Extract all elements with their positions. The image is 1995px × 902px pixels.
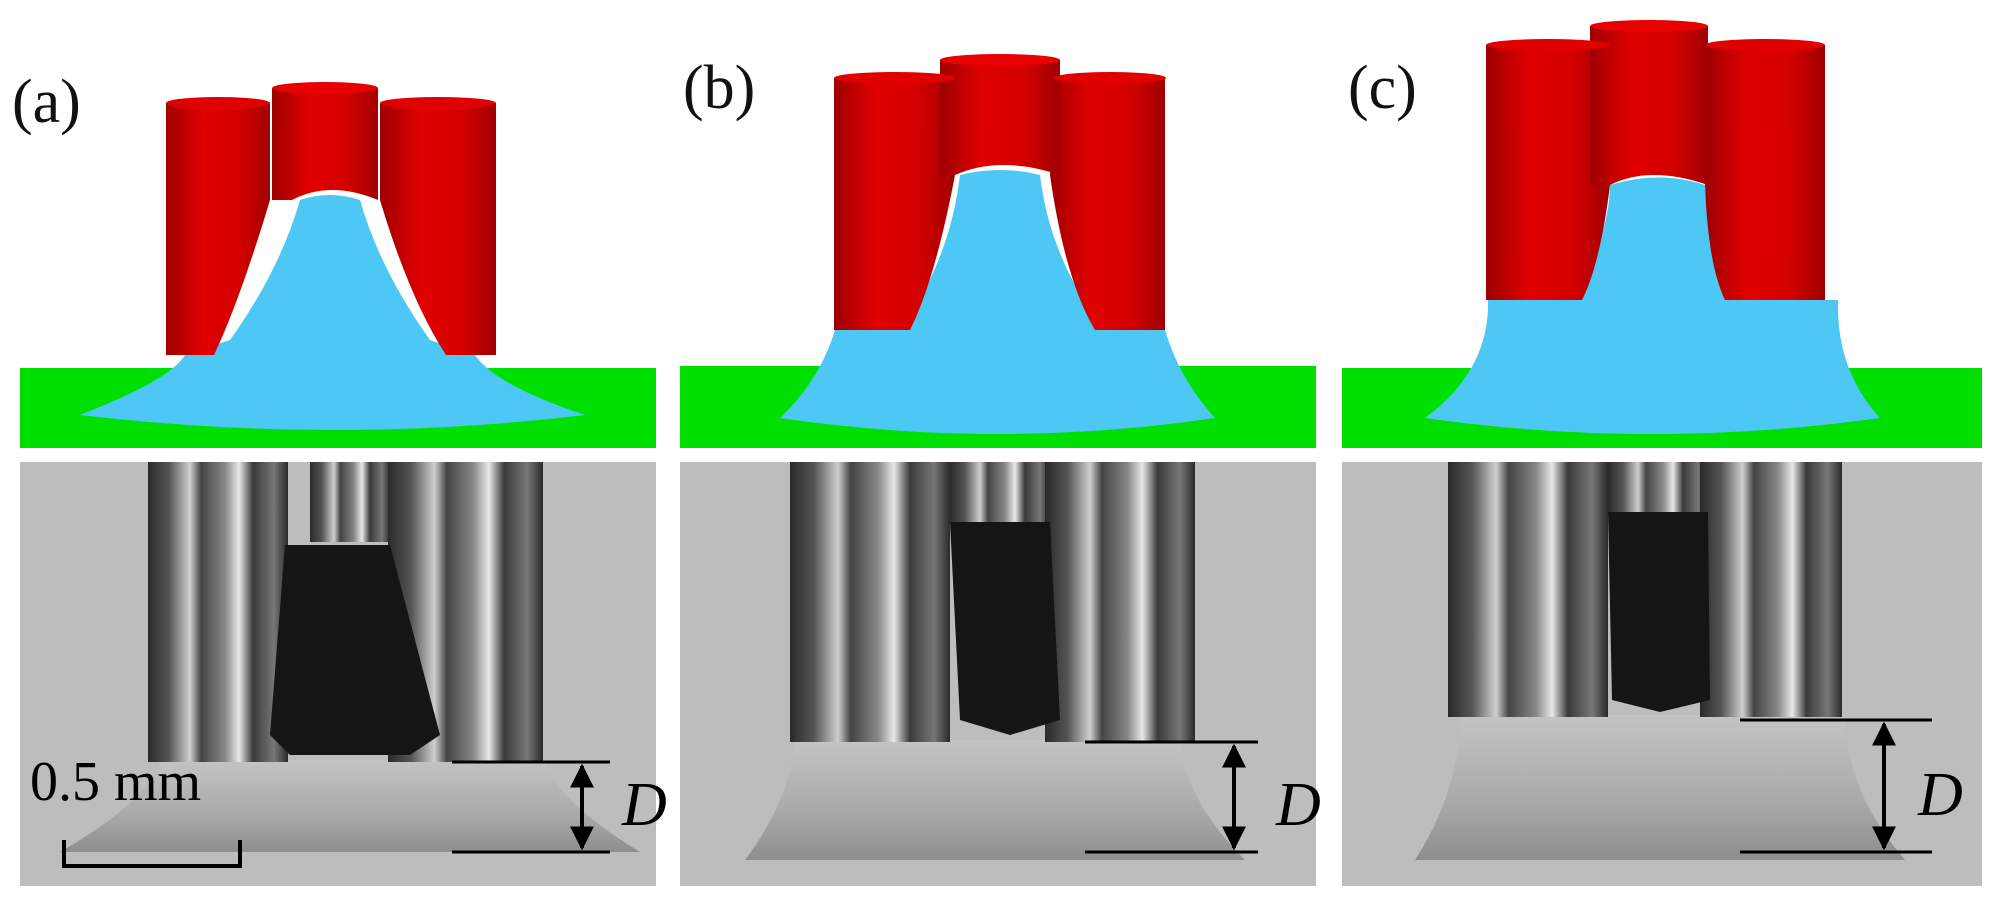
rod-top-right-a bbox=[380, 97, 496, 109]
rod-top-center-a bbox=[272, 82, 378, 94]
panel-label-c: (c) bbox=[1348, 54, 1417, 122]
photo-rod-right-c bbox=[1700, 462, 1842, 717]
liquid-bridge-c bbox=[1425, 300, 1880, 434]
rod-right-b bbox=[1050, 78, 1165, 330]
photo-rod-center-b bbox=[950, 462, 1050, 522]
rod-top-left-b bbox=[834, 72, 956, 84]
rod-top-left-a bbox=[166, 97, 270, 109]
photo-a: D 0.5 mm bbox=[20, 462, 667, 886]
photo-droplet-b bbox=[745, 740, 1245, 860]
photo-rod-left-b bbox=[790, 462, 950, 742]
liquid-bridge-b bbox=[780, 330, 1215, 434]
simulation-b bbox=[680, 54, 1316, 448]
scale-bar-line bbox=[62, 840, 242, 868]
photo-rod-left-c bbox=[1448, 462, 1608, 717]
panel-label-a: (a) bbox=[12, 68, 81, 136]
scale-bar-label: 0.5 mm bbox=[30, 751, 201, 813]
panel-b: (b) D bbox=[680, 54, 1321, 886]
rod-left-c bbox=[1486, 45, 1610, 300]
liquid-bridge-a bbox=[80, 195, 585, 430]
rod-center-a bbox=[272, 88, 378, 200]
photo-gap-shadow-b bbox=[950, 522, 1060, 735]
rod-top-center-b bbox=[940, 54, 1060, 66]
photo-rod-right-b bbox=[1045, 462, 1195, 742]
rod-top-right-c bbox=[1705, 39, 1825, 51]
simulation-a bbox=[20, 82, 656, 448]
photo-rod-center-c bbox=[1608, 462, 1708, 512]
rod-left-b bbox=[834, 78, 955, 330]
rod-center-b bbox=[940, 60, 1060, 175]
rod-left-a bbox=[166, 103, 270, 355]
dimension-label-a: D bbox=[621, 771, 667, 839]
dimension-label-c: D bbox=[1917, 761, 1963, 829]
photo-gap-shadow-a bbox=[270, 545, 440, 755]
liquid-neck-b bbox=[900, 170, 1105, 330]
scale-bar: 0.5 mm bbox=[30, 751, 242, 868]
photo-c: D bbox=[1342, 462, 1982, 886]
simulation-c bbox=[1342, 20, 1982, 448]
rod-top-center-c bbox=[1590, 20, 1708, 32]
panel-a: (a) D 0.5 mm bbox=[12, 68, 667, 886]
photo-rod-center-a bbox=[310, 462, 390, 542]
rod-right-c bbox=[1705, 45, 1825, 300]
panel-c: (c) D bbox=[1342, 20, 1982, 886]
photo-rod-left-a bbox=[148, 462, 288, 762]
rod-top-right-b bbox=[1054, 72, 1166, 84]
rod-center-c bbox=[1590, 26, 1708, 185]
photo-gap-shadow-c bbox=[1608, 512, 1710, 712]
dimension-label-b: D bbox=[1275, 771, 1321, 839]
rod-right-a bbox=[380, 103, 496, 355]
photo-b: D bbox=[680, 462, 1321, 886]
panel-label-b: (b) bbox=[683, 54, 755, 122]
rod-top-left-c bbox=[1486, 39, 1610, 51]
photo-droplet-c bbox=[1415, 715, 1905, 860]
photo-droplet-a bbox=[60, 760, 640, 852]
liquid-neck-c bbox=[1575, 177, 1735, 300]
